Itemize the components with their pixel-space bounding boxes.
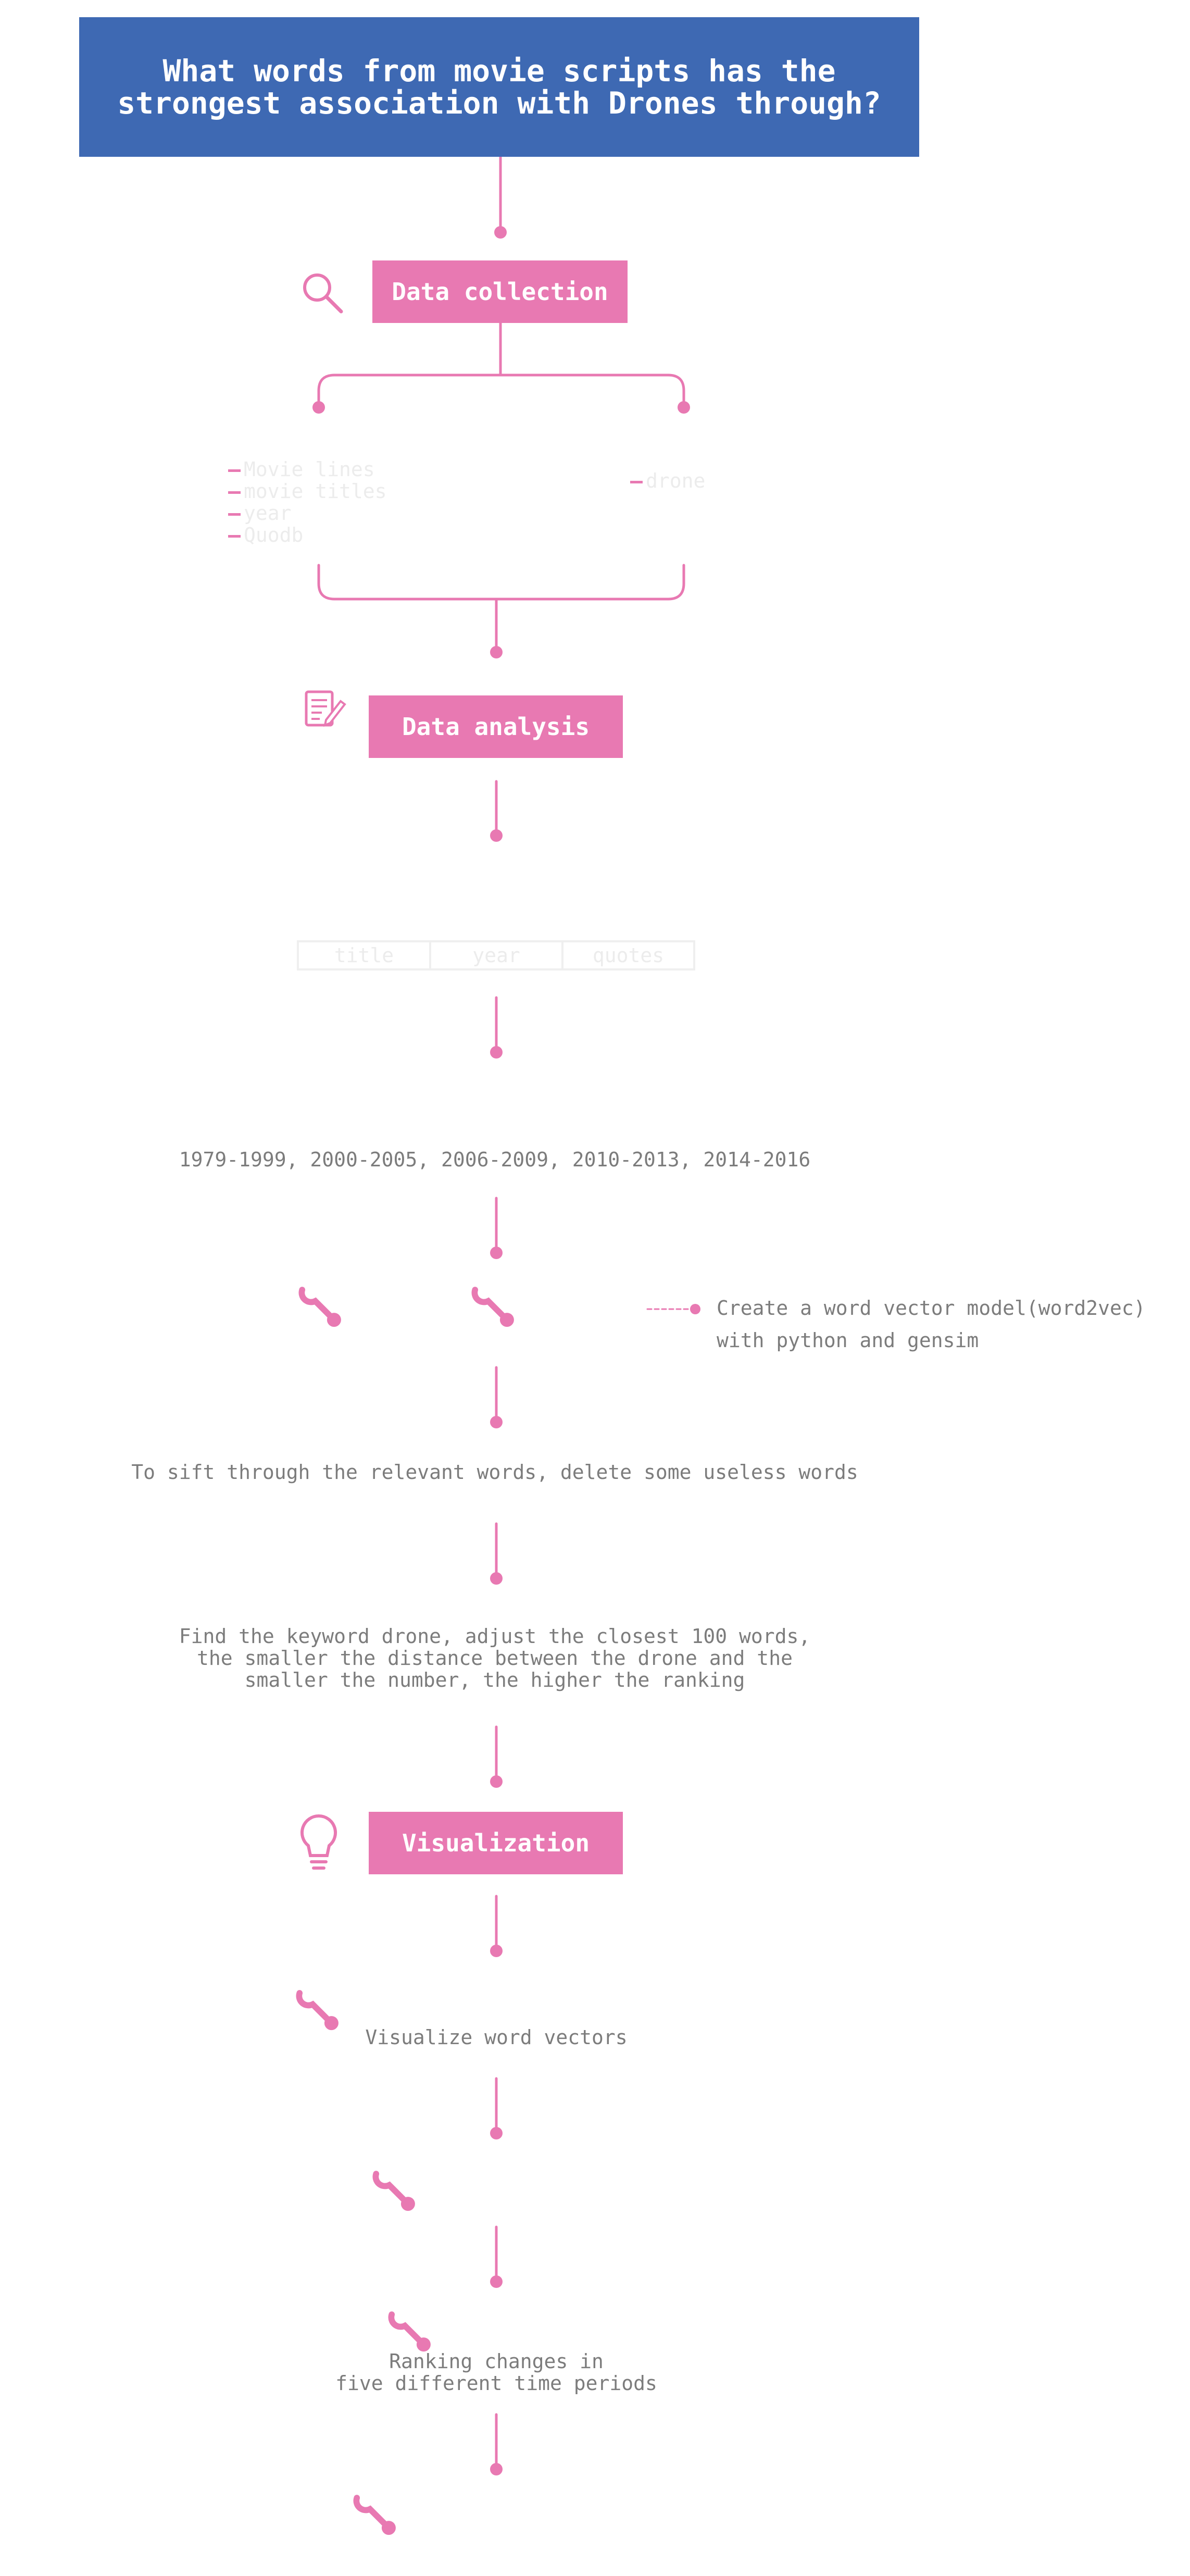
table-header-cell: title — [299, 942, 431, 968]
table-header-cell: year — [431, 942, 563, 968]
step-data-collection: Data collection — [372, 260, 628, 323]
data-table-header: title year quotes — [297, 940, 695, 970]
step-visualization: Visualization — [369, 1812, 623, 1874]
lightbulb-icon — [300, 1814, 337, 1870]
search-icon — [303, 273, 343, 314]
wrench-icon — [296, 1990, 339, 2031]
word2vec-note: Create a word vector model(word2vec) wit… — [717, 1297, 1146, 1352]
table-header-cell: quotes — [592, 944, 665, 967]
step-data-analysis: Data analysis — [369, 695, 623, 758]
wrench-icon — [372, 2171, 415, 2211]
visualize-note: Visualize word vectors — [365, 2026, 628, 2049]
document-edit-icon — [305, 690, 346, 727]
wrench-icon — [388, 2311, 431, 2352]
question-title: What words from movie scripts has the st… — [79, 17, 919, 157]
collection-source-list: Movie lines movie titles year Quodb — [228, 458, 387, 546]
ranking-note: Ranking changes in five different time p… — [335, 2350, 657, 2395]
keyword-note: Find the keyword drone, adjust the close… — [179, 1625, 811, 1691]
list-item: Quodb — [228, 524, 387, 546]
collection-keyword: drone — [630, 470, 705, 492]
list-item: movie titles — [228, 480, 387, 502]
list-item: Movie lines — [228, 458, 387, 480]
sift-note: To sift through the relevant words, dele… — [131, 1461, 858, 1484]
wrench-icon — [298, 1287, 341, 1327]
wrench-icon — [471, 1287, 514, 1327]
time-periods: 1979-1999, 2000-2005, 2006-2009, 2010-20… — [179, 1148, 811, 1171]
list-item: year — [228, 502, 387, 524]
wrench-icon — [353, 2495, 396, 2535]
